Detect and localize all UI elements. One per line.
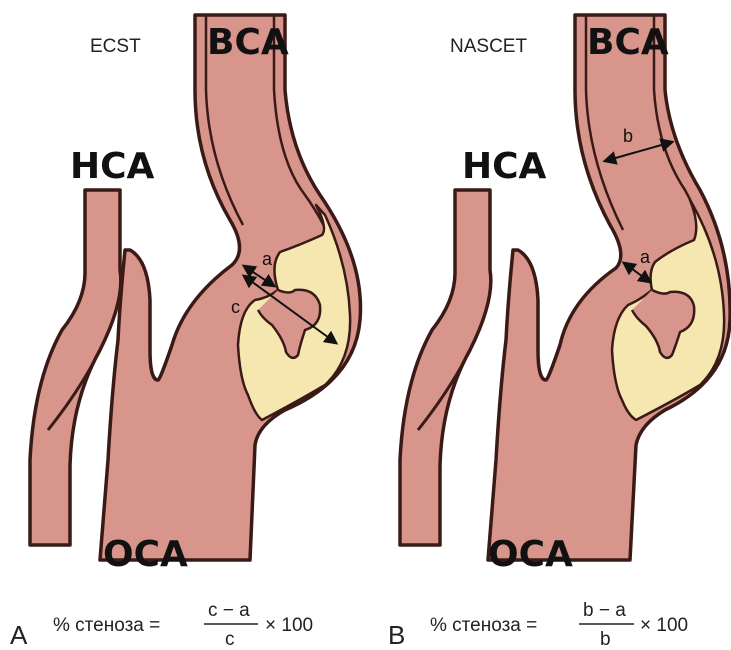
formula-denominator-a: c xyxy=(225,629,235,650)
ica-label-b: ВСА xyxy=(587,22,669,63)
method-label-b: NASCET xyxy=(450,36,527,57)
eca-label-a: НСА xyxy=(70,146,155,187)
formula-prefix-b: % стеноза = xyxy=(430,615,537,636)
letter-a-panel-a: a xyxy=(262,249,273,269)
panel-b: b a NASCET ВСА НСА ОСА B % стеноза = b −… xyxy=(388,15,730,650)
eca-label-b: НСА xyxy=(462,146,547,187)
formula-numerator-a: c − a xyxy=(208,600,250,621)
panel-letter-b: B xyxy=(388,620,405,650)
letter-a-panel-b: a xyxy=(640,247,651,267)
formula-suffix-a: × 100 xyxy=(265,615,313,636)
panel-letter-a: A xyxy=(10,620,28,650)
formula-denominator-b: b xyxy=(600,629,611,650)
letter-c-panel-a: c xyxy=(231,297,240,317)
panel-a: a c ECST ВСА НСА ОСА A % стеноза = c − a… xyxy=(10,15,361,650)
method-label-a: ECST xyxy=(90,36,141,57)
formula-suffix-b: × 100 xyxy=(640,615,688,636)
formula-numerator-b: b − a xyxy=(583,600,626,621)
formula-prefix-a: % стеноза = xyxy=(53,615,160,636)
cca-label-b: ОСА xyxy=(488,534,573,575)
eca-vessel-b xyxy=(400,190,491,545)
ica-label-a: ВСА xyxy=(207,22,289,63)
cca-label-a: ОСА xyxy=(103,534,188,575)
letter-b-panel-b: b xyxy=(623,126,633,146)
